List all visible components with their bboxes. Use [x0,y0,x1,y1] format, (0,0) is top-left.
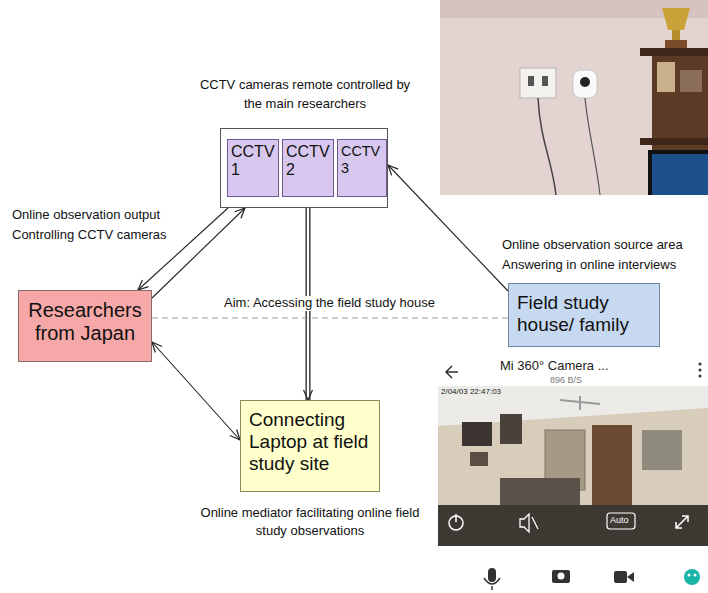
annotation: Online observation source area [502,238,683,253]
box-label: Researchers from Japan [27,299,143,345]
screen-text: 2/04/03 22:47:03 [441,387,501,396]
process-box: CCTV 3 [337,139,387,197]
process-box: Researchers from Japan [18,290,152,362]
arrowhead [138,280,148,290]
box-outline: Connecting Laptop at field study site [240,400,380,492]
annotation: Answering in online interviews [502,258,676,273]
node-group: Connecting Laptop at field study siteOnl… [200,395,420,555]
annotation: Online observation output [12,208,160,223]
box-label: CCTV 2 [286,143,330,180]
connector-line [388,165,508,291]
edge-label: Aim: Accessing the field study house [221,296,438,311]
node-group: CCTV cameras remote controlled by the ma… [195,76,415,210]
arrowhead [235,208,245,218]
camera-app-screenshot [438,355,708,593]
screen-text: 896 B/S [550,375,582,385]
dashed-line [152,317,508,318]
process-box: CCTV 2 [282,139,334,197]
box-label: CCTV 3 [341,143,383,176]
connector-line [152,208,245,298]
arrowhead [230,430,240,440]
arrowhead [304,390,313,400]
connector [388,165,508,291]
box-label: Field study house/ family [517,292,651,336]
screen-text: Mi 360° Camera ... [500,359,609,374]
box-label: Connecting Laptop at field study site [249,409,371,475]
room-photo [440,0,708,195]
connector [152,342,240,440]
connector-line [152,342,240,440]
connector [152,208,245,298]
box-heading: CCTV cameras remote controlled by the ma… [195,76,415,114]
connector [152,318,508,319]
box-caption: Online mediator facilitating online fiel… [200,504,420,540]
box-label: CCTV 1 [231,143,275,180]
screen-text: Auto [610,515,629,525]
annotation: Controlling CCTV cameras [12,228,167,243]
process-box: Field study house/ family [508,283,660,347]
arrowhead [388,165,398,175]
process-box: CCTV 1 [227,139,279,197]
box-outline: CCTV 1 CCTV 2 CCTV 3 [220,128,388,208]
arrowhead [152,342,162,352]
